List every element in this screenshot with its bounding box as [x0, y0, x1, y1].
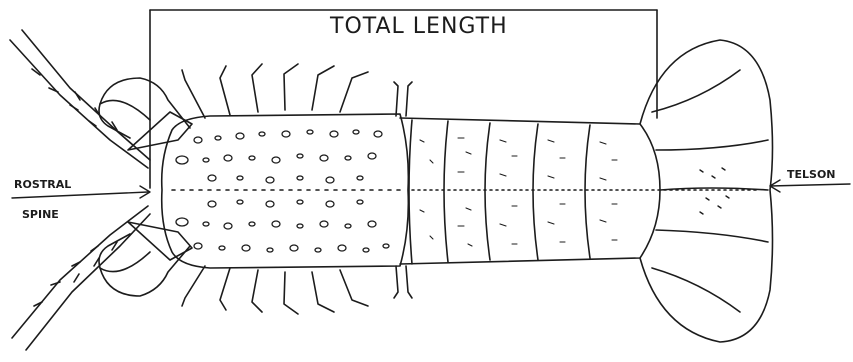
rostral-spine-label-line2: SPINE	[22, 208, 59, 221]
walking-legs-lower	[182, 266, 412, 314]
telson-label: TELSON	[787, 168, 836, 181]
total-length-title: TOTAL LENGTH	[330, 14, 508, 39]
carapace-spots	[176, 130, 389, 252]
antenna-upper	[10, 30, 150, 168]
front-leg-upper	[99, 78, 192, 150]
antenna-lower	[12, 206, 150, 350]
telson-pointer	[770, 180, 850, 192]
rostral-spine-label-line1: ROSTRAL	[14, 178, 71, 191]
abdomen	[400, 118, 760, 264]
walking-legs-upper	[182, 64, 412, 118]
telson-dots	[700, 168, 729, 214]
